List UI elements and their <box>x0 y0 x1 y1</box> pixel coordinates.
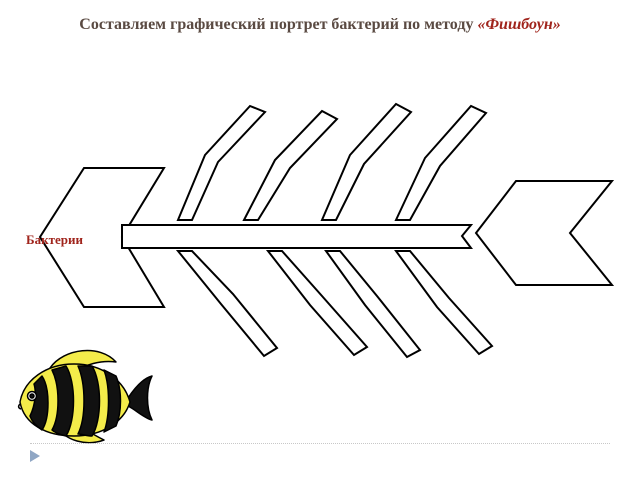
head-label: Бактерии <box>26 232 83 247</box>
upper-bone-2 <box>242 109 339 221</box>
lower-bone-3 <box>324 250 422 359</box>
fishbone-tail <box>474 180 615 286</box>
title-main: Составляем графический портрет бактерий … <box>79 16 478 33</box>
slide-title: Составляем графический портрет бактерий … <box>0 16 640 34</box>
fish-illustration <box>17 349 153 444</box>
fishbone-head <box>38 167 166 308</box>
lower-bone-4 <box>394 250 494 356</box>
upper-bone-4 <box>394 104 488 221</box>
lower-bone-2 <box>265 250 369 357</box>
upper-bone-1 <box>176 104 267 221</box>
upper-bone-3 <box>320 102 413 221</box>
footer-divider <box>30 443 610 444</box>
fishbone-spine <box>121 224 474 249</box>
nav-arrow-icon[interactable] <box>30 450 40 462</box>
lower-bone-1 <box>175 250 279 358</box>
title-accent: «Фишбоун» <box>477 16 561 33</box>
